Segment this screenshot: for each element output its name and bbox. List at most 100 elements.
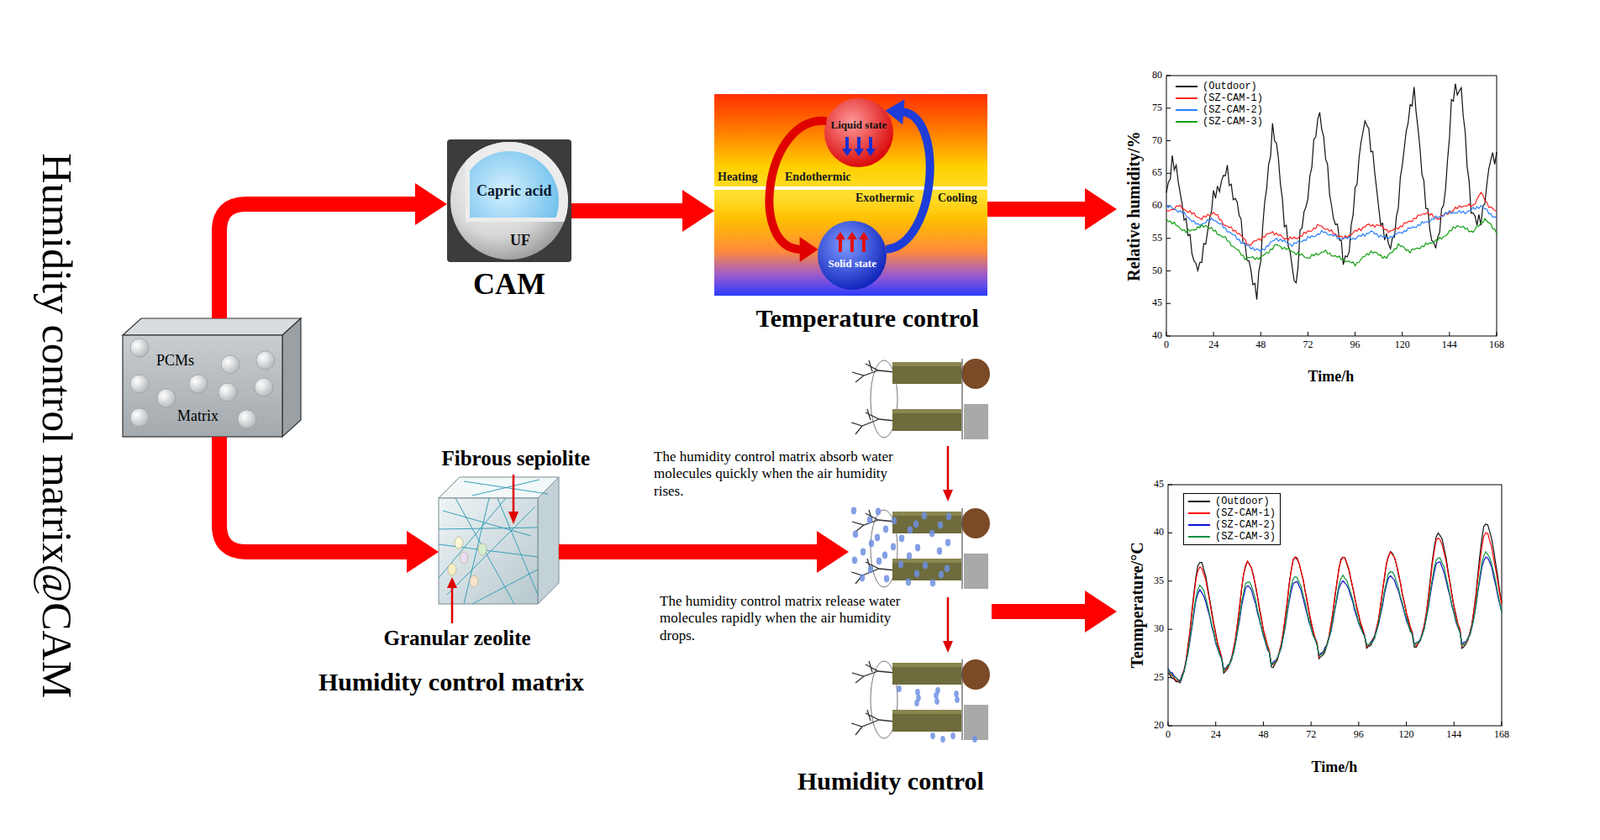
- arrow-shaft: [571, 203, 685, 219]
- legend-text: (Outdoor): [1202, 80, 1258, 93]
- legend-text: (Outdoor): [1215, 495, 1270, 508]
- legend-row: (SZ-CAM-3): [1188, 531, 1276, 543]
- rect-part: [892, 362, 962, 367]
- tick-label: 40: [1153, 526, 1164, 539]
- circle-part: [130, 338, 149, 358]
- ellipse-part: [852, 531, 858, 539]
- circle-part: [469, 151, 559, 218]
- note-text: The humidity control matrix release wate…: [659, 593, 921, 645]
- line-part: [838, 238, 843, 253]
- ellipse-part: [953, 690, 959, 698]
- arrow-head: [1084, 188, 1117, 231]
- tick-label: 144: [1446, 729, 1462, 742]
- component-label: PCMs: [156, 352, 195, 370]
- node-shape: [438, 477, 559, 605]
- path-part: [851, 360, 895, 435]
- line-part: [868, 136, 873, 150]
- rect-part: [963, 553, 989, 590]
- circle-part: [254, 378, 274, 397]
- line-part: [961, 508, 963, 590]
- temperature-control-panel: HeatingEndothermicExothermicCoolingTempe…: [714, 94, 988, 296]
- ellipse-part: [937, 521, 943, 530]
- ellipse-part: [875, 508, 881, 516]
- path-part: [1168, 557, 1502, 682]
- arrow-head: [406, 531, 439, 574]
- ellipse-part: [944, 565, 950, 574]
- arrow-shaft: [219, 204, 417, 319]
- legend-line-sample: [1175, 109, 1198, 111]
- line-part: [438, 498, 506, 579]
- arrow-shaft: [991, 604, 1087, 620]
- ellipse-part: [936, 547, 943, 556]
- arrow-shaft: [768, 121, 827, 250]
- tick-label: 25: [1153, 672, 1164, 685]
- polygon-part: [858, 231, 869, 240]
- flow-arrow: [571, 189, 715, 232]
- arrow-shaft: [219, 436, 409, 553]
- ellipse-part: [876, 557, 882, 566]
- ellipse-part: [859, 574, 865, 583]
- humidity-matrix-cube: Humidity control matrix: [438, 477, 559, 605]
- polygon-part: [942, 489, 953, 502]
- legend-line-sample: [1175, 97, 1198, 100]
- line-part: [862, 238, 866, 253]
- legend-row: (SZ-CAM-1): [1175, 92, 1264, 105]
- circle-part: [130, 374, 149, 394]
- shell-label: UF: [510, 231, 531, 250]
- line-part: [1310, 721, 1312, 727]
- line-part: [1166, 237, 1171, 239]
- tick-label: 35: [1153, 575, 1164, 588]
- legend-line-sample: [1175, 85, 1198, 88]
- ellipse-part: [884, 575, 890, 584]
- ellipse-part: [890, 543, 896, 552]
- tick-label: 96: [1350, 339, 1361, 352]
- line-part: [1166, 331, 1168, 337]
- line-part: [1168, 629, 1173, 631]
- rect-part: [892, 511, 962, 534]
- rect-part: [963, 705, 989, 741]
- arrow-head: [800, 236, 819, 263]
- line-part: [1166, 75, 1171, 77]
- line-part: [1166, 270, 1171, 272]
- ellipse-part: [938, 571, 944, 579]
- ellipse-part: [899, 535, 905, 543]
- line-part: [850, 238, 854, 253]
- ellipse-part: [914, 570, 920, 579]
- rect-part: [892, 558, 962, 581]
- circle-part: [189, 374, 208, 394]
- line-part: [1401, 331, 1403, 337]
- line-part: [857, 136, 861, 150]
- line-part: [947, 446, 950, 491]
- polygon-part: [508, 511, 519, 525]
- legend-text: (SZ-CAM-1): [1215, 507, 1276, 520]
- node-shape: [848, 355, 992, 753]
- line-part: [1354, 331, 1356, 337]
- rect-part: [963, 404, 989, 440]
- ellipse-part: [851, 507, 857, 516]
- circle-part: [221, 355, 240, 374]
- process-label: Heating: [717, 170, 758, 185]
- line-part: [1166, 173, 1171, 174]
- process-label: Endothermic: [784, 170, 852, 185]
- legend-row: (SZ-CAM-2): [1188, 519, 1276, 532]
- tick-label: 20: [1153, 720, 1164, 732]
- line-part: [1213, 331, 1215, 337]
- legend-text: (SZ-CAM-2): [1202, 104, 1264, 116]
- circle-part: [130, 408, 149, 427]
- rect-part: [1166, 75, 1497, 337]
- ellipse-part: [868, 566, 874, 574]
- line-part: [947, 597, 950, 643]
- path-part: [1168, 552, 1502, 681]
- ellipse-part: [954, 696, 960, 704]
- path-part: [851, 510, 895, 585]
- ellipse-part: [945, 539, 951, 548]
- tick-label: 24: [1208, 339, 1219, 352]
- ellipse-part: [930, 579, 936, 588]
- arrow-head: [415, 183, 448, 226]
- ellipse-part: [469, 575, 479, 588]
- line-part: [1453, 721, 1455, 727]
- temperature-chart: Tenmperature/°CTime/h4540353025200244872…: [1116, 474, 1509, 786]
- polygon-part: [835, 231, 846, 240]
- tick-label: 0: [1163, 339, 1169, 352]
